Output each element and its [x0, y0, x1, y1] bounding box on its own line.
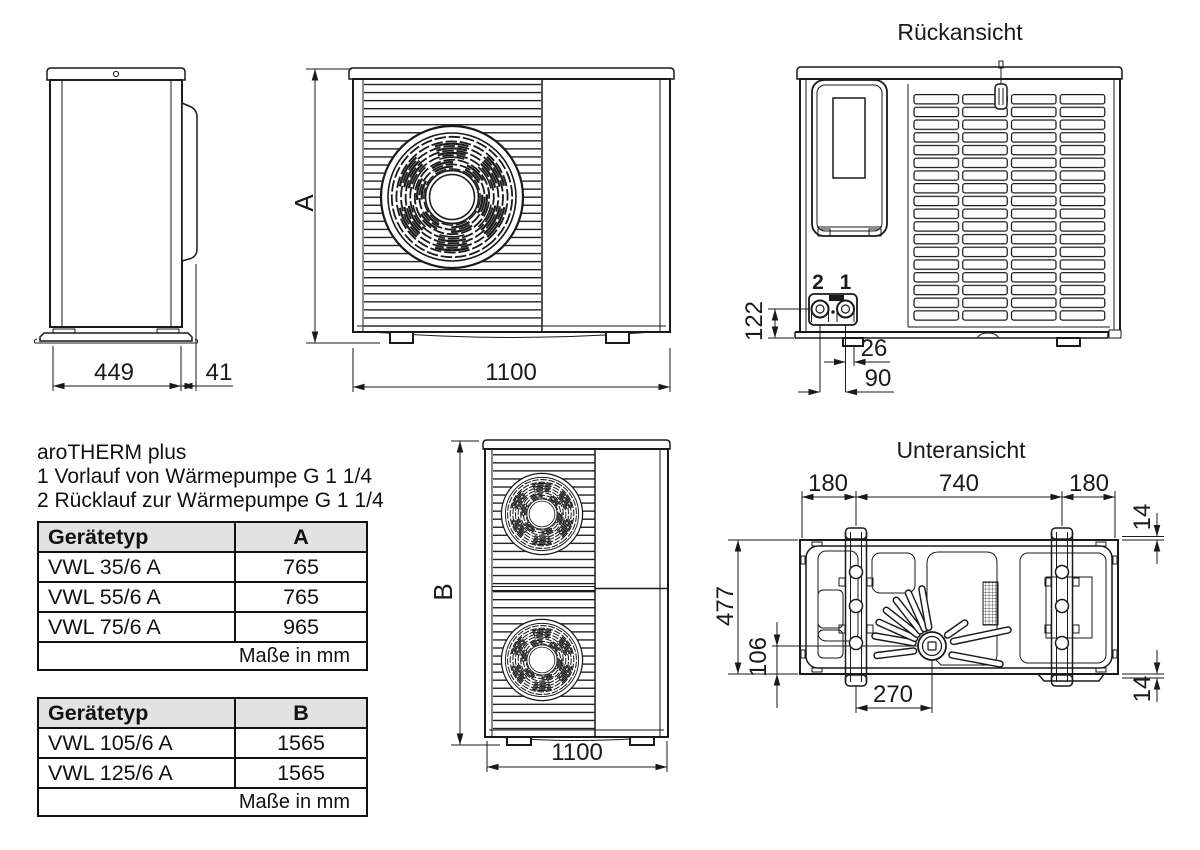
pipe-2-label: 2: [812, 271, 824, 294]
legend-item-flow: 1 Vorlauf von Wärmepumpe G 1 1/4: [37, 465, 373, 489]
dim-front-height-label: A: [289, 194, 319, 212]
legend-item-return: 2 Rücklauf zur Wärmepumpe G 1 1/4: [37, 489, 384, 513]
pipe-2-return: [810, 299, 830, 319]
mounting-rail-right: [1044, 527, 1080, 687]
grille-clip: [994, 83, 1008, 110]
front-body: [352, 78, 671, 333]
table-b-header-type: Gerätetyp: [37, 697, 236, 729]
front-view: A 1100: [289, 67, 675, 392]
table-a-header-a: A: [234, 521, 368, 553]
table-footer-row: Maße in mm: [37, 787, 368, 817]
dim-side-width: 449: [94, 359, 134, 386]
device-value: 765: [234, 551, 368, 583]
rear-grille: [912, 93, 1107, 322]
dim-large-height-label: B: [428, 583, 458, 600]
front-view-large: B 1100: [428, 439, 671, 772]
bottom-view: Unteransicht: [712, 437, 1164, 713]
device-table-a: Gerätetyp A VWL 35/6 A 765 VWL 55/6 A 76…: [37, 521, 368, 671]
table-a-header-type: Gerätetyp: [37, 521, 236, 553]
product-name: aroTHERM plus: [37, 441, 187, 464]
side-body: [49, 79, 183, 328]
table-row: VWL 35/6 A 765: [37, 551, 368, 583]
units-note: Maße in mm: [37, 641, 368, 671]
dim-rear-pipe-offset: 26: [861, 335, 888, 362]
table-header-row: Gerätetyp B: [37, 697, 368, 729]
device-name: VWL 75/6 A: [37, 611, 236, 643]
dim-large-width: 1100: [551, 739, 603, 766]
condensate-outlet: [842, 337, 864, 347]
screw-icon: [112, 70, 120, 78]
mounting-rail-left: [838, 527, 874, 687]
dim-bottom-depth: 477: [712, 586, 739, 626]
dim-bottom-drain-x: 270: [873, 681, 913, 708]
device-table-b: Gerätetyp B VWL 105/6 A 1565 VWL 125/6 A…: [37, 697, 368, 817]
front-top-cap: [348, 67, 675, 80]
rear-top-cap: [796, 66, 1123, 80]
table-row: VWL 125/6 A 1565: [37, 757, 368, 789]
dim-rear-pipe-spacing: 90: [865, 365, 892, 392]
dim-bottom-rail-top: 14: [1129, 504, 1156, 531]
dim-bottom-drain-y: 106: [745, 637, 772, 677]
side-view: 449 41: [33, 67, 233, 391]
device-name: VWL 55/6 A: [37, 581, 236, 613]
dim-front-width: 1100: [485, 359, 537, 386]
device-value: 1565: [234, 757, 368, 789]
device-name: VWL 105/6 A: [37, 727, 236, 759]
dim-rear-pipe-height: 122: [741, 301, 768, 341]
rear-view-title: Rückansicht: [897, 19, 1023, 45]
dim-bottom-rail-bottom: 14: [1129, 676, 1156, 703]
device-value: 1565: [234, 727, 368, 759]
large-top-cap: [482, 439, 671, 450]
side-top-cap: [46, 67, 186, 81]
drain-ribs: [871, 585, 1012, 668]
table-row: VWL 55/6 A 765: [37, 581, 368, 613]
device-name: VWL 35/6 A: [37, 551, 236, 583]
side-bracket: [181, 101, 198, 262]
side-base: [39, 332, 193, 342]
dim-bottom-left: 180: [808, 470, 848, 497]
table-b-header-b: B: [234, 697, 368, 729]
rear-door-panel: [811, 79, 888, 237]
device-name: VWL 125/6 A: [37, 757, 236, 789]
pipe-1-flow: [836, 299, 855, 319]
dim-side-bracket: 41: [206, 359, 233, 386]
legend-block: aroTHERM plus 1 Vorlauf von Wärmepumpe G…: [37, 441, 384, 514]
large-body: [484, 448, 669, 738]
pipe-1-label: 1: [840, 271, 852, 294]
table-header-row: Gerätetyp A: [37, 521, 368, 553]
table-row: VWL 105/6 A 1565: [37, 727, 368, 759]
table-footer-row: Maße in mm: [37, 641, 368, 671]
bottom-view-title: Unteransicht: [896, 437, 1026, 463]
units-note: Maße in mm: [37, 787, 368, 817]
bottom-body: [799, 539, 1119, 675]
device-value: 765: [234, 581, 368, 613]
dim-bottom-right: 180: [1069, 470, 1109, 497]
device-value: 965: [234, 611, 368, 643]
table-row: VWL 75/6 A 965: [37, 611, 368, 643]
dim-bottom-center: 740: [939, 470, 979, 497]
rear-view: Rückansicht 2 1 122 26 90: [741, 19, 1123, 396]
